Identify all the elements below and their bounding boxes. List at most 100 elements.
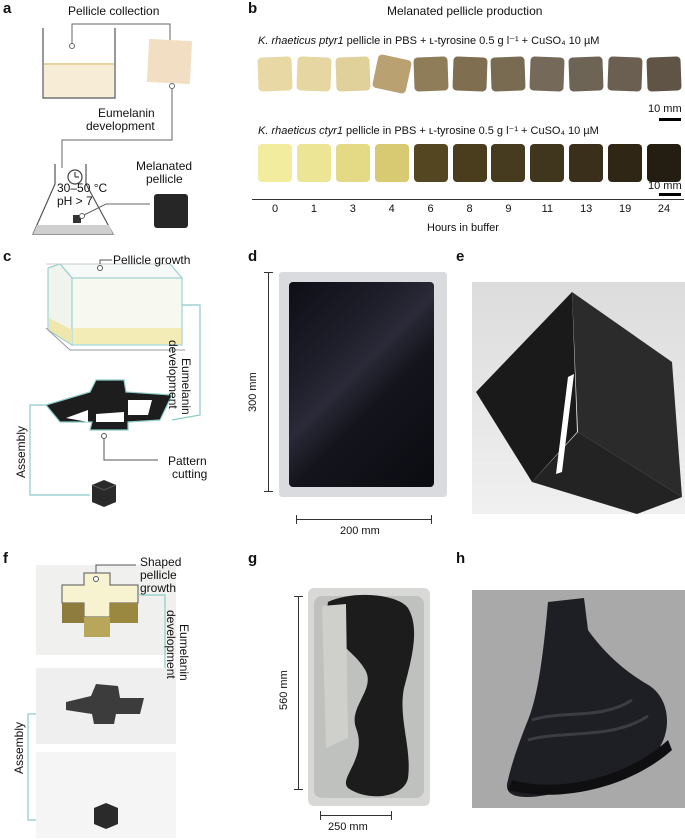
hour-tick-3: 3 <box>349 203 356 215</box>
width-bar-d <box>296 519 432 520</box>
row2-conditions: pellicle in PBS + ʟ-tyrosine 0.5 g l⁻¹ +… <box>342 125 599 137</box>
width-bar-d-left <box>296 515 297 524</box>
width-bar-g-left <box>320 811 321 820</box>
row2-pellicle-4 <box>413 144 448 182</box>
hour-tick-8: 8 <box>466 203 473 215</box>
shaped-growth-label: Shaped pellicle growth <box>140 556 181 595</box>
panel-label-g: g <box>248 550 258 567</box>
pattern-cutting-label: Pattern cutting <box>168 455 207 481</box>
height-bar-d <box>268 272 269 492</box>
assembly-label-c: Assembly <box>14 425 28 478</box>
row1-strain: K. rhaeticus ptyr1 <box>258 35 344 47</box>
panel-label-d: d <box>248 248 258 265</box>
height-label-d: 300 mm <box>247 372 259 412</box>
pellicle-sheet-photo <box>279 272 447 497</box>
row2-pellicle-9 <box>608 144 643 182</box>
width-label-d: 200 mm <box>340 525 380 537</box>
row1-pellicle-8 <box>568 56 604 92</box>
row1-pellicle-10 <box>646 56 682 92</box>
hours-axis-label: Hours in buffer <box>427 222 499 234</box>
width-bar-g-right <box>391 811 392 820</box>
height-bar-g <box>298 596 299 790</box>
melanated-label: Melanated pellicle <box>136 160 192 186</box>
panel-c-diagram <box>29 259 201 507</box>
shaped-line: Shaped <box>140 555 182 569</box>
eumelanin-f-line2: development <box>164 610 178 679</box>
hour-tick-13: 13 <box>580 203 593 215</box>
conditions-label: 30–50 °C pH > 7 <box>57 182 107 208</box>
row2-scale-bar <box>659 193 681 196</box>
hour-tick-6: 6 <box>427 203 434 215</box>
eumelanin-label-c: Eumelanin development <box>166 340 193 415</box>
eumelanin-c-line1: Eumelanin <box>179 358 193 415</box>
shoe-pellicle-photo <box>308 588 430 806</box>
assembly-label-f: Assembly <box>12 721 26 774</box>
row2-pellicle-0 <box>258 144 292 182</box>
cross-sheet-photo <box>36 668 176 744</box>
eumelanin-line2: development <box>86 119 155 133</box>
panel-a-diagram <box>32 23 193 235</box>
row2-pellicle-10 <box>647 144 681 182</box>
row1-pellicle-4 <box>413 56 449 92</box>
row2-scale-label: 10 mm <box>648 180 682 192</box>
panel-label-e: e <box>456 248 465 265</box>
row1-pellicle-6 <box>490 56 526 92</box>
row1-caption: K. rhaeticus ptyr1 pellicle in PBS + ʟ-t… <box>258 34 599 47</box>
height-label-g: 560 mm <box>278 670 290 710</box>
row1-scale-label: 10 mm <box>648 103 682 115</box>
temperature-text: 30–50 °C <box>57 181 108 195</box>
row1-pellicle-2 <box>335 56 371 92</box>
pellicle-line: pellicle <box>140 568 177 582</box>
height-bar-g-bottom <box>294 789 303 790</box>
pattern-line: Pattern <box>168 454 207 468</box>
hour-tick-4: 4 <box>388 203 395 215</box>
eumelanin-c-line2: development <box>166 340 180 409</box>
row1-pellicle-9 <box>607 56 643 92</box>
height-bar-d-top <box>264 272 273 273</box>
collection-label: Pellicle collection <box>68 4 160 18</box>
hour-tick-1: 1 <box>310 203 317 215</box>
hour-tick-0: 0 <box>271 203 279 215</box>
panel-label-a: a <box>3 0 12 17</box>
eumelanin-line1: Eumelanin <box>98 106 155 120</box>
row2-strain: K. rhaeticus ctyr1 <box>258 125 343 137</box>
melanated-line1: Melanated <box>136 159 193 173</box>
row1-pellicle-5 <box>451 56 488 92</box>
folder-photo <box>472 282 685 514</box>
row1-pellicle-0 <box>257 56 293 92</box>
panel-label-h: h <box>456 550 466 567</box>
panel-f-diagram <box>61 564 166 701</box>
shoe-photo <box>472 590 685 808</box>
eumelanin-label-a: Eumelanin development <box>86 107 155 133</box>
growth-line: growth <box>140 581 177 595</box>
row2-pellicle-7 <box>530 144 565 182</box>
cube-photo <box>36 752 176 838</box>
panel-label-c: c <box>3 248 12 265</box>
row1-scale-bar <box>659 118 681 121</box>
panel-label-f: f <box>3 550 8 567</box>
height-bar-g-top <box>294 596 303 597</box>
width-bar-d-right <box>431 515 432 524</box>
hour-tick-9: 9 <box>505 203 512 215</box>
height-bar-d-bottom <box>264 491 273 492</box>
row2-pellicle-3 <box>374 144 409 182</box>
melanated-line2: pellicle <box>146 172 183 186</box>
eumelanin-label-f: Eumelanin development <box>164 610 191 681</box>
ph-text: pH > 7 <box>57 194 93 208</box>
row2-pellicle-8 <box>569 144 604 182</box>
width-bar-g <box>320 815 392 816</box>
row2-pellicle-2 <box>335 144 370 182</box>
cutting-line: cutting <box>172 467 208 481</box>
eumelanin-f-line1: Eumelanin <box>177 624 191 681</box>
pellicle-growth-label: Pellicle growth <box>113 253 191 267</box>
hour-tick-24: 24 <box>657 203 671 215</box>
row2-pellicle-5 <box>452 144 487 182</box>
hour-tick-19: 19 <box>618 203 632 215</box>
row1-pellicle-3 <box>371 53 412 95</box>
row1-conditions: pellicle in PBS + ʟ-tyrosine 0.5 g l⁻¹ +… <box>343 35 600 47</box>
panel-b-title: Melanated pellicle production <box>387 4 543 18</box>
row2-pellicle-6 <box>491 144 526 182</box>
row1-pellicle-1 <box>296 56 332 92</box>
row1-pellicle-7 <box>529 56 565 92</box>
row2-pellicle-1 <box>296 144 331 182</box>
